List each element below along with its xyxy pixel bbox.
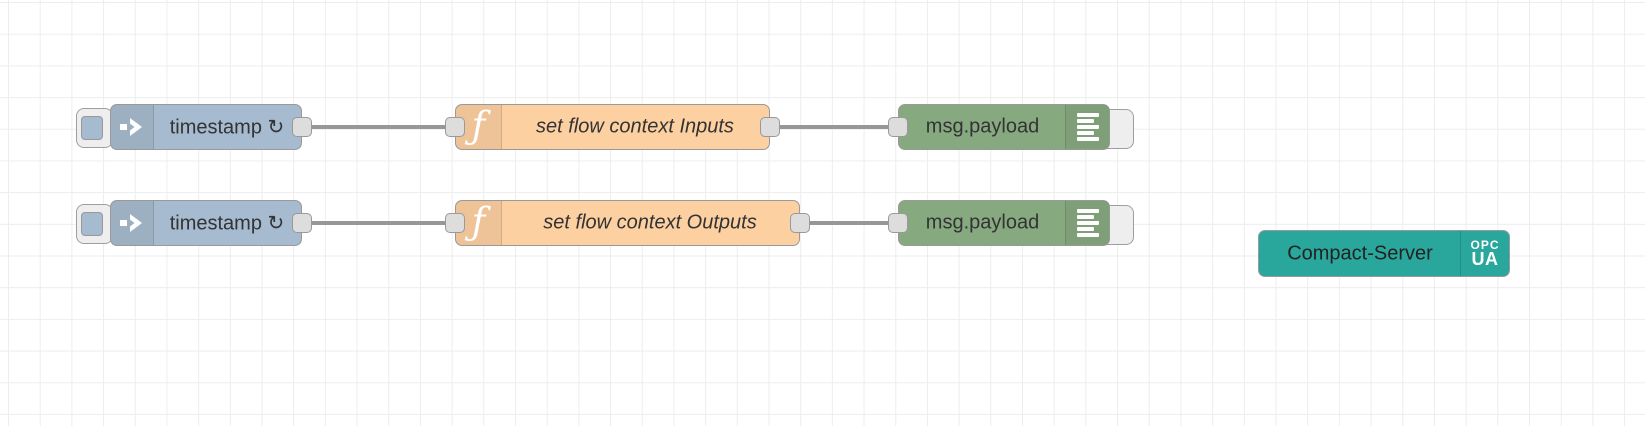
inject-node-timestamp-1[interactable]: timestamp ↻ bbox=[110, 104, 302, 150]
node-label: set flow context Outputs bbox=[543, 211, 757, 234]
function-node-set-flow-context-outputs[interactable]: ƒ set flow context Outputs bbox=[455, 200, 800, 246]
output-port[interactable] bbox=[292, 117, 312, 137]
output-port[interactable] bbox=[760, 117, 780, 137]
node-label: set flow context Inputs bbox=[536, 115, 734, 138]
wire-inject1-to-function1[interactable] bbox=[299, 124, 457, 130]
debug-output-icon bbox=[1065, 201, 1109, 245]
wire-function1-to-debug1[interactable] bbox=[769, 124, 900, 130]
debug-node-msg-payload-2[interactable]: msg.payload bbox=[898, 200, 1110, 246]
inject-arrow-icon bbox=[111, 105, 154, 149]
input-port[interactable] bbox=[888, 117, 908, 137]
inject-button-face bbox=[81, 212, 103, 236]
inject-button-face bbox=[81, 116, 103, 140]
input-port[interactable] bbox=[445, 213, 465, 233]
node-label: timestamp ↻ bbox=[169, 116, 285, 139]
inject-trigger-button[interactable] bbox=[76, 204, 113, 244]
repeat-icon: ↻ bbox=[267, 212, 285, 235]
debug-output-icon bbox=[1065, 105, 1109, 149]
opcua-compact-server-node[interactable]: Compact-Server OPC UA bbox=[1258, 230, 1510, 277]
node-label: msg.payload bbox=[925, 211, 1040, 234]
repeat-icon: ↻ bbox=[267, 116, 285, 139]
inject-trigger-button[interactable] bbox=[76, 108, 113, 148]
output-port[interactable] bbox=[292, 213, 312, 233]
input-port[interactable] bbox=[888, 213, 908, 233]
output-port[interactable] bbox=[790, 213, 810, 233]
node-label: msg.payload bbox=[925, 115, 1040, 138]
inject-arrow-icon bbox=[111, 201, 154, 245]
debug-node-msg-payload-1[interactable]: msg.payload bbox=[898, 104, 1110, 150]
wire-inject2-to-function2[interactable] bbox=[299, 220, 457, 226]
input-port[interactable] bbox=[445, 117, 465, 137]
wire-function2-to-debug2[interactable] bbox=[799, 220, 900, 226]
function-node-set-flow-context-inputs[interactable]: ƒ set flow context Inputs bbox=[455, 104, 770, 150]
node-label: timestamp ↻ bbox=[169, 212, 285, 235]
inject-node-timestamp-2[interactable]: timestamp ↻ bbox=[110, 200, 302, 246]
opcua-badge-icon: OPC UA bbox=[1460, 231, 1509, 276]
node-label: Compact-Server bbox=[1287, 242, 1433, 264]
